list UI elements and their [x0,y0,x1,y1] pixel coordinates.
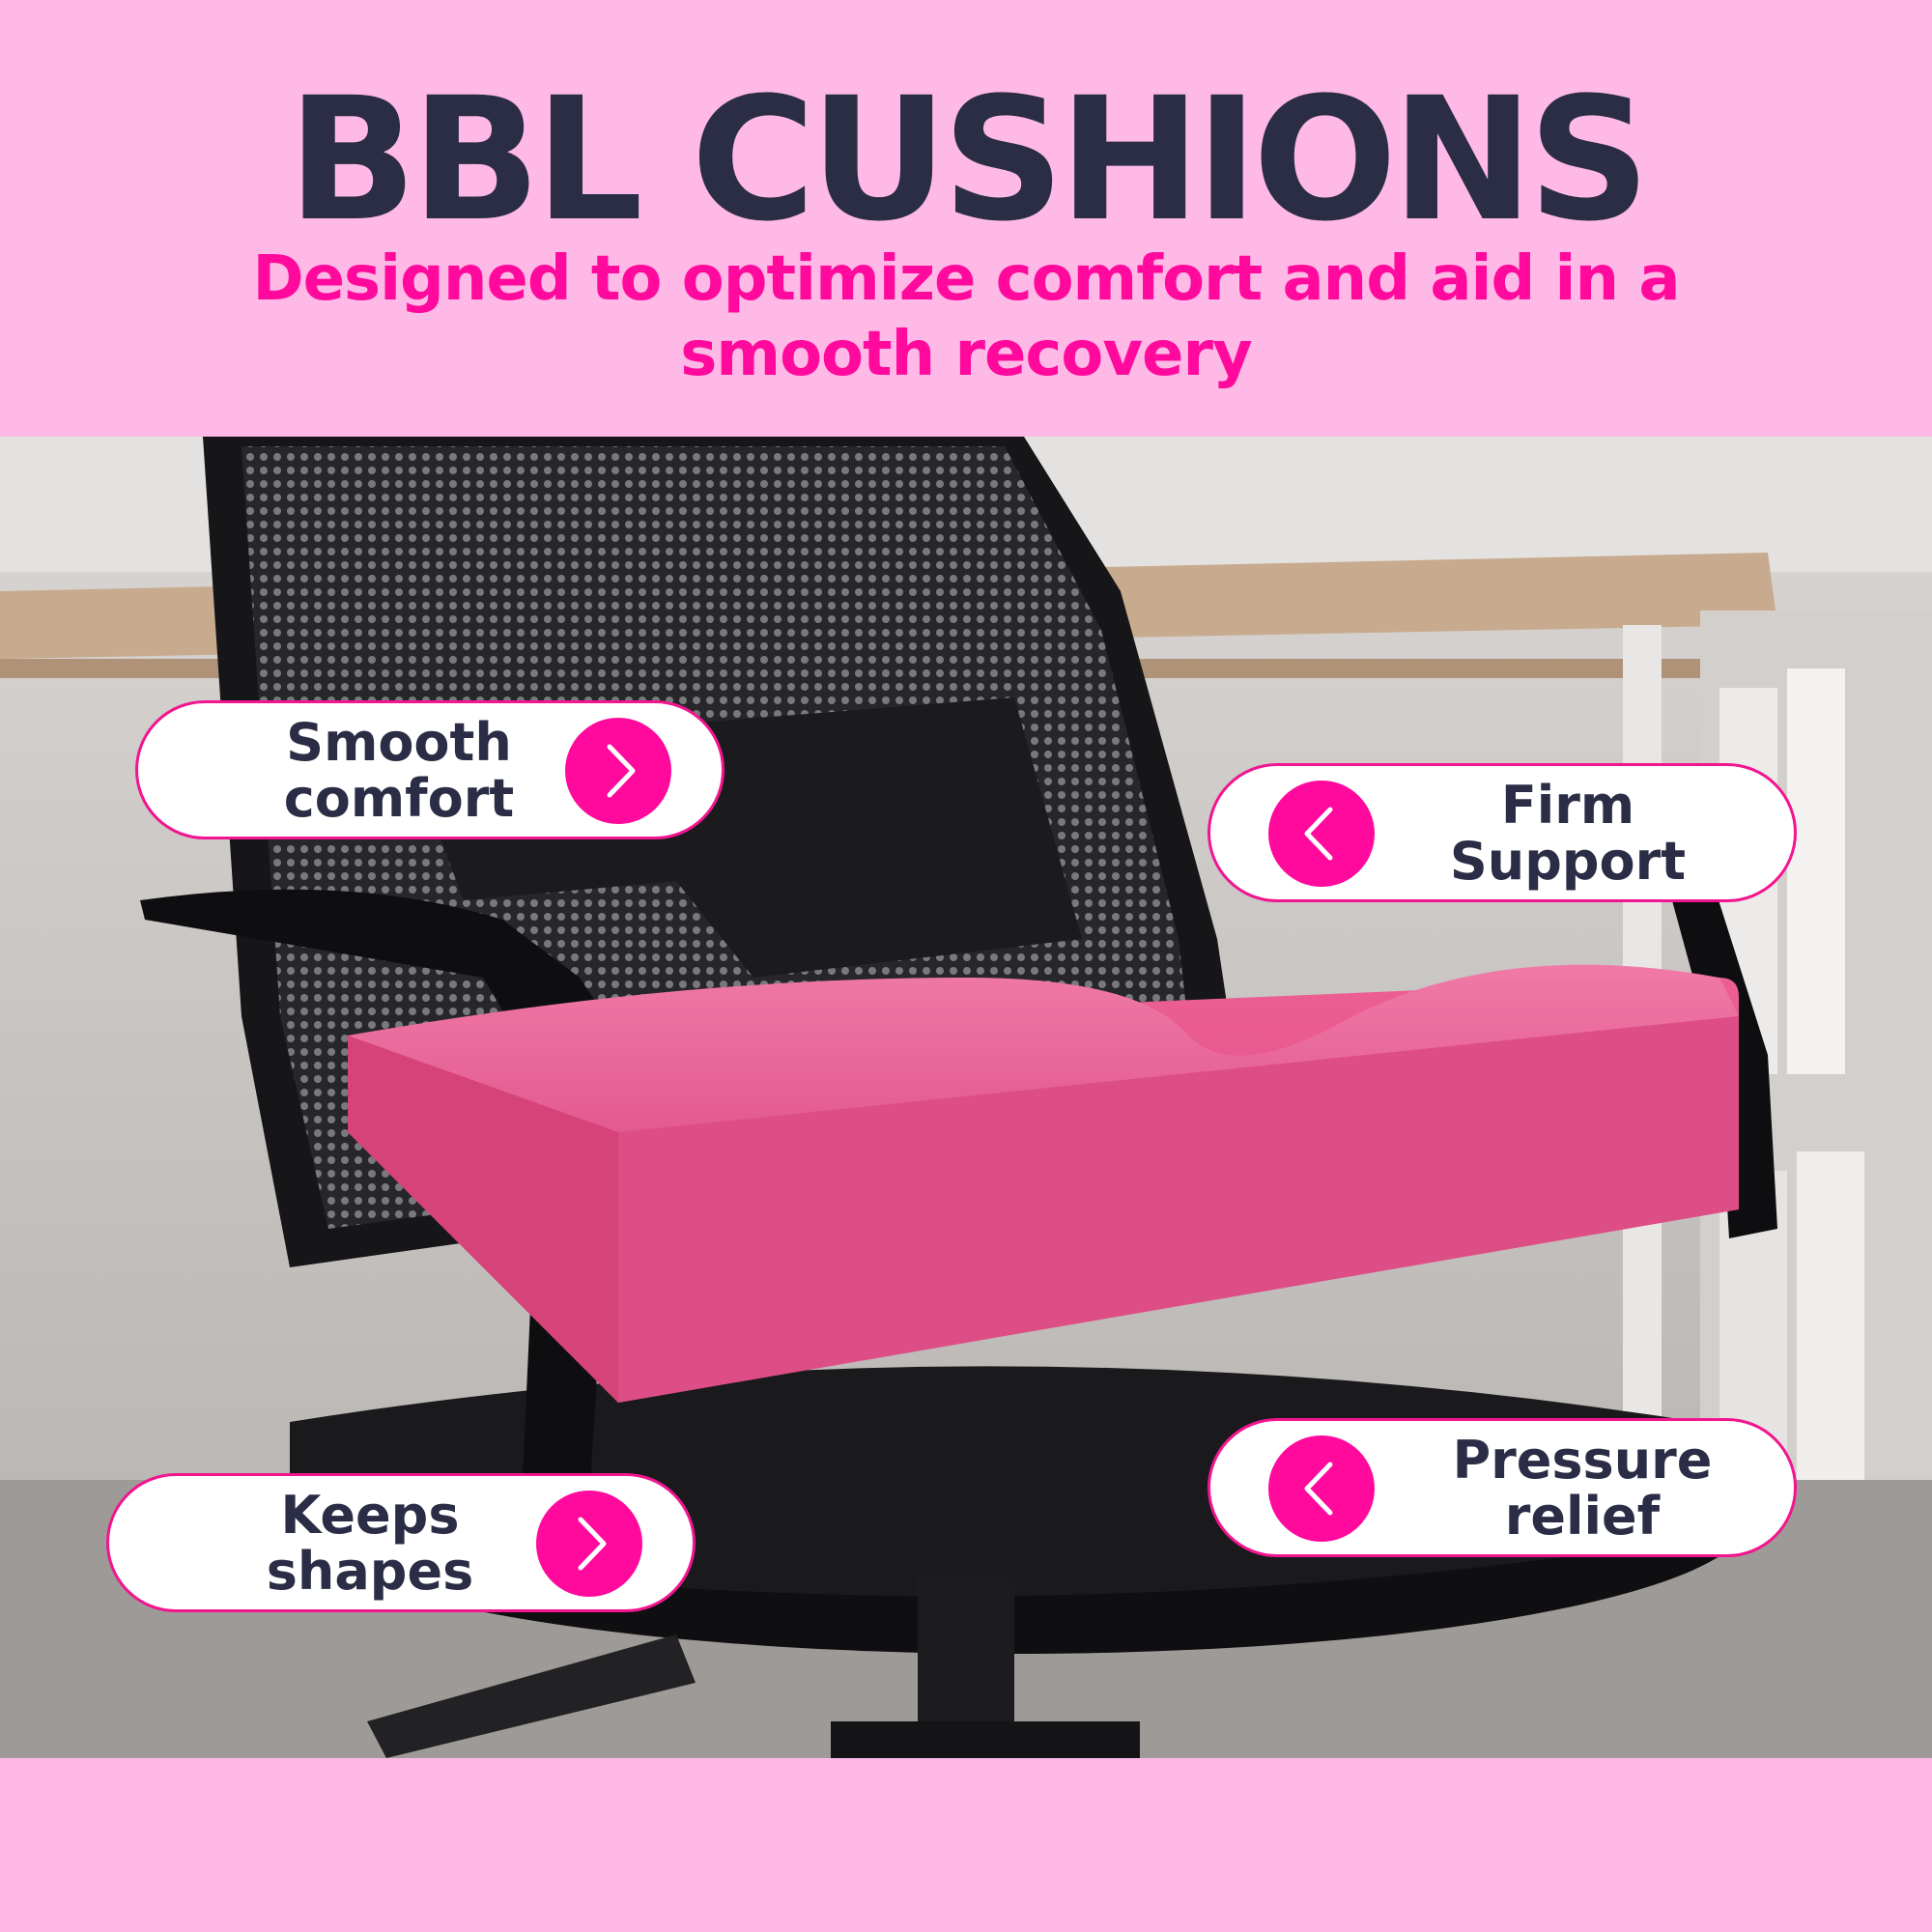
callout-label: Firm Support [1449,775,1687,892]
callout-label: Keeps shapes [266,1485,474,1602]
page-title: BBL CUSHIONS [287,61,1650,259]
footer-banner [0,1758,1932,1932]
chevron-left-icon [1268,781,1375,887]
callout-label: Smooth comfort [283,712,515,829]
callout-smooth-comfort: Smooth comfort [135,700,724,839]
chevron-left-icon [1268,1435,1375,1542]
chevron-right-icon [565,718,671,824]
callout-firm-support: Firm Support [1208,763,1797,902]
callout-label: Pressure relief [1452,1430,1713,1547]
callout-keeps-shapes: Keeps shapes [106,1473,696,1612]
chevron-right-icon [536,1491,642,1597]
header-banner: BBL CUSHIONS Designed to optimize comfor… [0,0,1932,437]
page-subtitle: Designed to optimize comfort and aid in … [252,243,1680,390]
callout-pressure-relief: Pressure relief [1208,1418,1797,1557]
